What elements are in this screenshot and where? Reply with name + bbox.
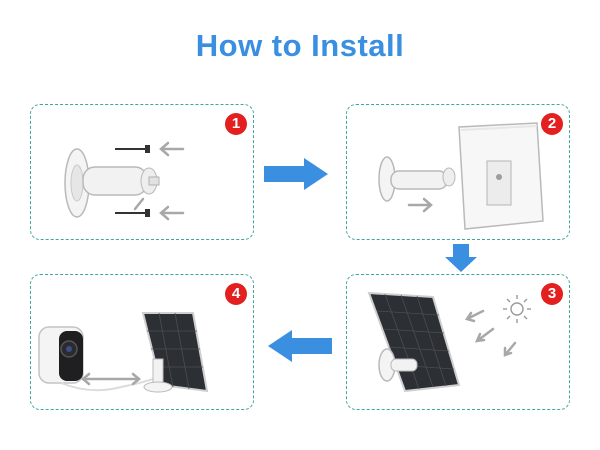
step-1-panel: 1 [30, 104, 254, 240]
camera-connect-illustration [38, 312, 209, 393]
step-3-panel: 3 [346, 274, 570, 410]
step-4-panel: 4 [30, 274, 254, 410]
wall-mount-illustration [64, 141, 185, 221]
step-1-badge: 1 [225, 113, 247, 135]
solar-panel-sunlight-illustration [367, 291, 531, 393]
flow-arrow-left-icon [268, 330, 332, 362]
step-3-badge: 3 [541, 283, 563, 305]
camera-icon [38, 326, 84, 384]
screw-top-icon [115, 145, 150, 153]
flow-arrow-down-icon [445, 244, 477, 272]
mount-to-panel-illustration [378, 122, 544, 230]
step-2-badge: 2 [541, 113, 563, 135]
step-2-panel: 2 [346, 104, 570, 240]
flow-arrow-right-icon [264, 158, 328, 190]
step-4-badge: 4 [225, 283, 247, 305]
screw-bottom-icon [115, 209, 150, 217]
sun-icon [503, 295, 531, 323]
page-title: How to Install [195, 28, 405, 63]
